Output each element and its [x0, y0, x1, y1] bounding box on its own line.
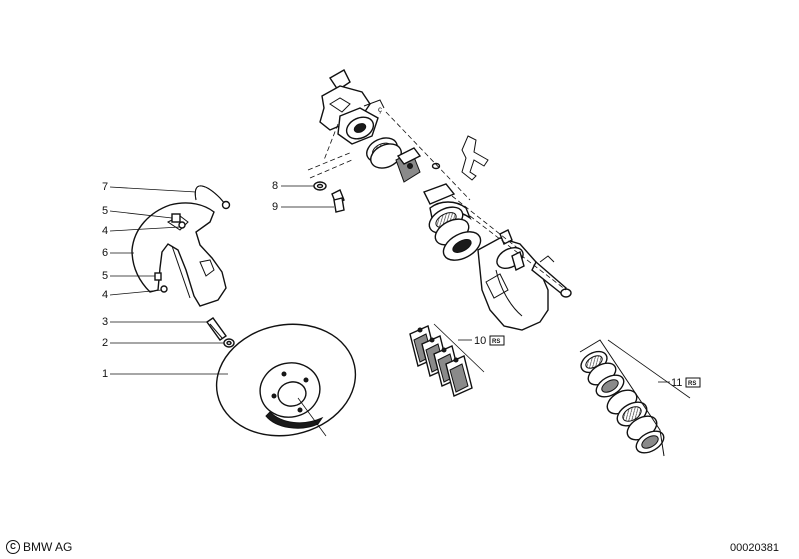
caliper-bracket-part: ç [319, 69, 422, 183]
callout-4-lower: 4 [102, 289, 163, 301]
callout-label: 11 [671, 377, 682, 389]
callout-6: 6 [102, 247, 134, 259]
callout-label: 4 [102, 289, 108, 301]
svg-text:RS: RS [492, 339, 500, 345]
callout-11: 11 RS [607, 339, 701, 399]
callout-label: 4 [102, 225, 108, 237]
anti-rattle-spring-part [431, 135, 489, 181]
brand-name: BMW AG [23, 540, 73, 554]
callout-9: 9 [272, 201, 334, 213]
svg-text:RS: RS [688, 381, 696, 387]
callout-label: 3 [102, 316, 108, 328]
image-number: 00020381 [730, 542, 779, 554]
caliper-dashed-lines [451, 195, 567, 291]
callout-label: 10 [474, 335, 486, 347]
callout-8: 8 [272, 180, 314, 192]
callout-2: 2 [102, 337, 224, 349]
callout-4-upper: 4 [102, 225, 181, 237]
copyright-icon: C [6, 540, 20, 554]
brake-pads-part [409, 325, 473, 397]
bracket-bolt-part [313, 181, 345, 213]
disc-leader-line [297, 397, 327, 437]
shield-bolts-part [154, 213, 186, 293]
callout-label: 5 [102, 205, 108, 217]
callout-label: 5 [102, 270, 108, 282]
callout-7: 7 [102, 181, 197, 193]
callout-3: 3 [102, 316, 207, 328]
disc-bolt-part [206, 317, 235, 348]
callout-label: 7 [102, 181, 108, 193]
callout-label: 2 [102, 337, 108, 349]
callout-5-upper: 5 [102, 205, 173, 219]
callout-label: 8 [272, 180, 278, 192]
caliper-housing-part [423, 183, 572, 331]
axis-dashed-line [385, 111, 471, 201]
svg-text:ç: ç [378, 105, 382, 114]
callout-1: 1 [102, 368, 228, 380]
rs-badge: RS [489, 335, 505, 346]
callout-label: 1 [102, 368, 108, 380]
callout-10: 10 RS [433, 323, 505, 373]
callout-label: 9 [272, 201, 278, 213]
assembly-dashed-lines [307, 123, 353, 179]
copyright-notice: C BMW AG [6, 540, 72, 554]
rs-badge: RS [685, 377, 701, 388]
brake-disc-part [215, 323, 357, 437]
repair-kit-part [579, 339, 665, 457]
callout-5-lower: 5 [102, 270, 155, 282]
callout-label: 6 [102, 247, 108, 259]
